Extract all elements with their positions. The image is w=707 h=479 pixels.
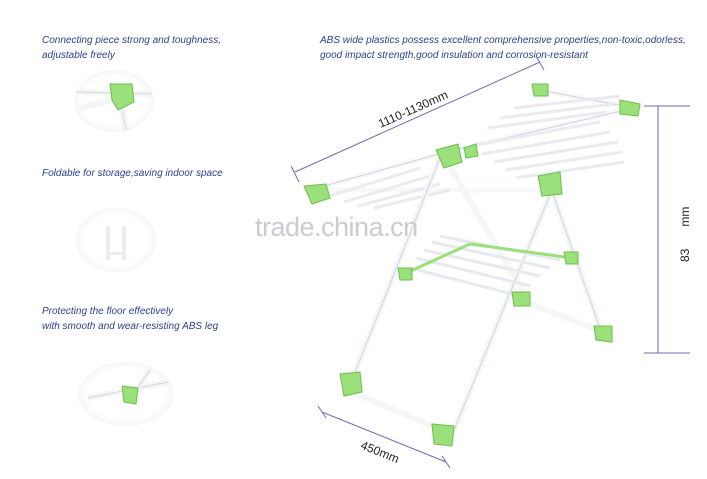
caption-line: adjustable freely: [42, 50, 115, 61]
green-connectors: [303, 83, 641, 447]
right-wing-slats: [469, 94, 625, 180]
feature-caption-foldable: Foldable for storage,saving indoor space: [42, 166, 223, 181]
leg-detail-image: [78, 362, 174, 426]
connector-illustration: [75, 83, 153, 131]
caption-line: good impact strength,good insulation and…: [320, 50, 588, 61]
foldable-detail-image: [76, 208, 156, 272]
caption-line: Foldable for storage,saving indoor space: [42, 168, 223, 179]
feature-caption-connector: Connecting piece strong and toughness, a…: [42, 33, 221, 63]
height-dimension-value: 83: [678, 248, 692, 262]
height-dimension-suffix: mm: [678, 206, 692, 227]
feature-caption-leg: Protecting the floor effectively with sm…: [42, 304, 218, 334]
watermark: trade.china.cn: [255, 212, 418, 242]
top-rails: [307, 87, 637, 193]
caption-line: ABS wide plastics possess excellent comp…: [320, 35, 686, 46]
width-dimension-line: [317, 405, 451, 469]
legs: [349, 155, 605, 443]
height-dimension-label: 83 mm: [678, 207, 692, 262]
caption-line: with smooth and wear-resisting ABS leg: [42, 321, 219, 332]
leg-foot-illustration: [87, 368, 169, 405]
length-dimension-line: [290, 55, 545, 183]
caption-line: Protecting the floor effectively: [42, 306, 174, 317]
connector-detail-image: [74, 70, 154, 132]
material-note: ABS wide plastics possess excellent comp…: [320, 33, 686, 63]
folded-rack-illustration: [106, 226, 126, 260]
caption-line: Connecting piece strong and toughness,: [42, 35, 222, 46]
foot-bars: [350, 297, 606, 435]
height-dimension-line: [644, 105, 690, 354]
